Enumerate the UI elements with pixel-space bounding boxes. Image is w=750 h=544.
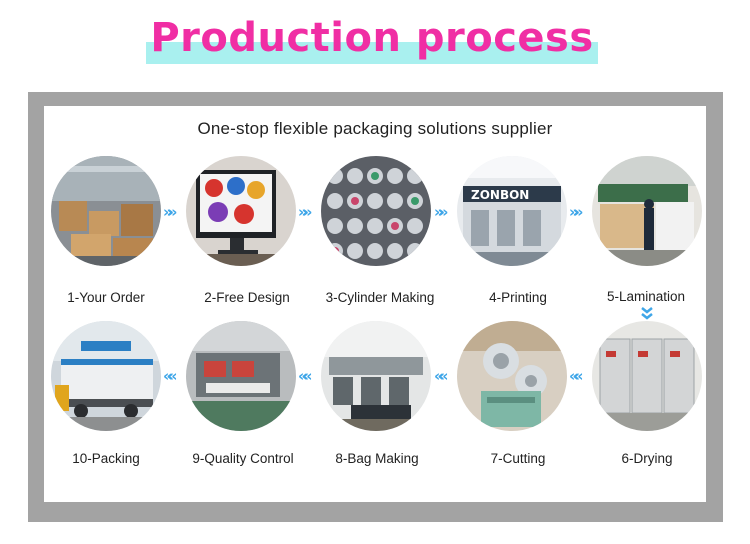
arrow-left-icon: «« bbox=[434, 367, 449, 385]
svg-text:ZONBON: ZONBON bbox=[471, 188, 529, 202]
subtitle: One-stop flexible packaging solutions su… bbox=[197, 119, 553, 138]
step-label: 6-Drying bbox=[621, 451, 673, 466]
step-label: 8-Bag Making bbox=[335, 451, 419, 466]
arrow-left-icon: «« bbox=[569, 367, 584, 385]
lamination-machine-photo bbox=[592, 156, 702, 266]
packing-truck-photo bbox=[51, 321, 161, 431]
warehouse-boxes-photo bbox=[51, 156, 161, 266]
title-highlight-band bbox=[146, 42, 598, 64]
step-label: 2-Free Design bbox=[204, 290, 290, 305]
cutting-machine-photo bbox=[457, 321, 567, 431]
drying-ovens-photo bbox=[592, 321, 702, 431]
step-label: 3-Cylinder Making bbox=[325, 290, 435, 305]
bag-making-line-photo bbox=[321, 321, 431, 431]
arrow-right-icon: »» bbox=[569, 203, 584, 221]
step-label: 10-Packing bbox=[72, 451, 140, 466]
arrow-right-icon: »» bbox=[434, 203, 449, 221]
page-title: Production process bbox=[150, 15, 594, 61]
cylinder-rack-photo bbox=[321, 156, 431, 266]
step-label: 5-Lamination bbox=[606, 289, 686, 304]
quality-control-photo bbox=[186, 321, 296, 431]
title-banner: Production process bbox=[146, 14, 598, 68]
arrow-left-icon: «« bbox=[298, 367, 313, 385]
step-label: 1-Your Order bbox=[67, 290, 145, 305]
arrow-left-icon: «« bbox=[163, 367, 178, 385]
arrow-down-icon bbox=[641, 307, 653, 320]
printing-press-photo: ZONBON bbox=[457, 156, 567, 266]
step-label: 7-Cutting bbox=[490, 451, 546, 466]
design-monitor-photo bbox=[186, 156, 296, 266]
arrow-right-icon: »» bbox=[298, 203, 313, 221]
arrow-right-icon: »» bbox=[163, 203, 178, 221]
step-label: 9-Quality Control bbox=[192, 451, 294, 466]
step-label: 4-Printing bbox=[489, 290, 547, 305]
